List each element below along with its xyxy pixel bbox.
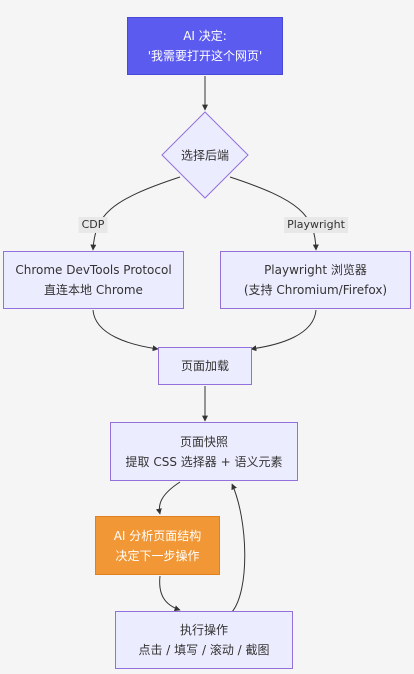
page-snapshot-node: 页面快照 提取 CSS 选择器 + 语义元素 xyxy=(110,422,298,481)
edge-label-cdp: CDP xyxy=(78,217,108,233)
ai-analyze-node: AI 分析页面结构 决定下一步操作 xyxy=(95,516,220,575)
execute-node: 执行操作 点击 / 填写 / 滚动 / 截图 xyxy=(115,611,293,669)
edge-snapshot-to-analyze xyxy=(155,481,181,515)
edge-analyze-to-execute xyxy=(159,575,181,612)
edge-playwright-to-pageload xyxy=(250,309,317,352)
page-load-node: 页面加载 xyxy=(158,347,252,385)
page-load-label: 页面加载 xyxy=(180,359,229,373)
playwright-node: Playwright 浏览器 (支持 Chromium/Firefox) xyxy=(220,251,411,309)
cdp-node: Chrome DevTools Protocol 直连本地 Chrome xyxy=(3,251,184,309)
edge-backend-to-playwright xyxy=(229,176,319,251)
edge-backend-to-cdp xyxy=(90,176,181,251)
cdp-node-line1: Chrome DevTools Protocol xyxy=(15,263,172,277)
execute-line1: 执行操作 xyxy=(179,623,228,637)
cdp-node-line2: 直连本地 Chrome xyxy=(44,283,143,297)
page-snapshot-line2: 提取 CSS 选择器 + 语义元素 xyxy=(125,454,283,469)
ai-analyze-line1: AI 分析页面结构 xyxy=(113,528,202,543)
ai-decision-line2: '我需要打开这个网页' xyxy=(147,49,263,63)
edge-label-playwright: Playwright xyxy=(284,217,348,233)
page-snapshot-line1: 页面快照 xyxy=(179,434,228,449)
ai-decision-line1: AI 决定: xyxy=(183,29,227,43)
execute-line2: 点击 / 填写 / 滚动 / 截图 xyxy=(138,643,270,657)
choose-backend-diamond xyxy=(161,111,249,199)
choose-backend-label: 选择后端 xyxy=(180,148,230,163)
playwright-node-line1: Playwright 浏览器 xyxy=(264,263,367,277)
playwright-node-line2: (支持 Chromium/Firefox) xyxy=(243,283,388,297)
ai-decision-node: AI 决定: '我需要打开这个网页' xyxy=(127,17,283,75)
ai-analyze-line2: 决定下一步操作 xyxy=(115,548,200,563)
edge-cdp-to-pageload xyxy=(92,309,159,352)
edge-execute-to-snapshot xyxy=(231,483,246,613)
